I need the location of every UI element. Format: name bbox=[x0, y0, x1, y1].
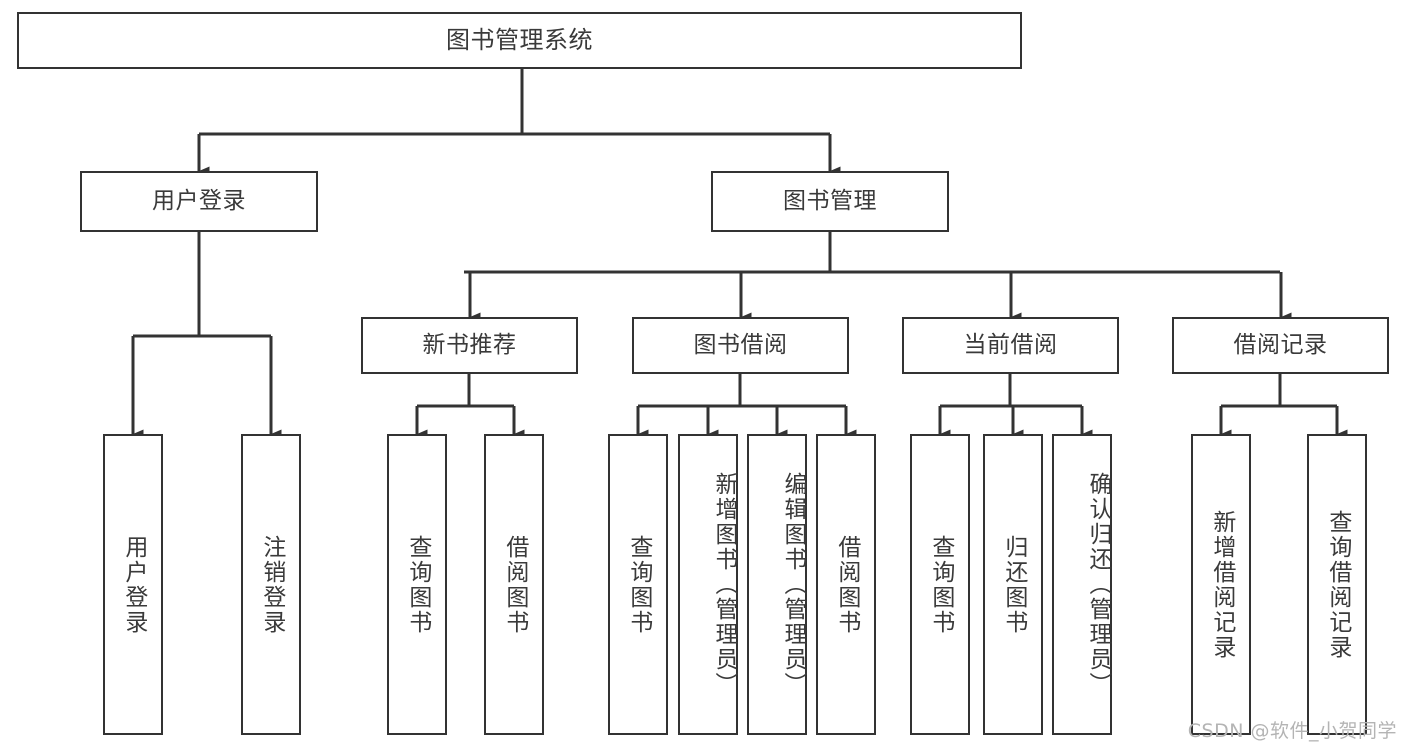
node-label: 编辑图书（管理员） bbox=[780, 472, 806, 697]
node-label: 新增图书（管理员） bbox=[711, 472, 737, 697]
node-label: 注销登录 bbox=[258, 534, 285, 635]
leaf-confirm-return[interactable]: 确认归还（管理员） bbox=[1052, 434, 1112, 735]
node-label: 用户登录 bbox=[152, 187, 246, 214]
node-label: 查询图书 bbox=[404, 534, 431, 635]
leaf-add-record[interactable]: 新增借阅记录 bbox=[1191, 434, 1251, 735]
node-label: 借阅图书 bbox=[501, 534, 528, 635]
node-label: 新增借阅记录 bbox=[1208, 509, 1235, 660]
leaf-query-book-2[interactable]: 查询图书 bbox=[608, 434, 668, 735]
node-label: 图书管理 bbox=[783, 187, 877, 214]
leaf-add-book[interactable]: 新增图书（管理员） bbox=[678, 434, 738, 735]
leaf-return-book[interactable]: 归还图书 bbox=[983, 434, 1043, 735]
leaf-borrow-book-1[interactable]: 借阅图书 bbox=[484, 434, 544, 735]
node-label: 图书借阅 bbox=[693, 331, 788, 358]
node-root-system[interactable]: 图书管理系统 bbox=[17, 12, 1022, 69]
leaf-logout[interactable]: 注销登录 bbox=[241, 434, 301, 735]
node-current-borrow[interactable]: 当前借阅 bbox=[902, 317, 1119, 374]
node-label: 归还图书 bbox=[1000, 534, 1027, 635]
node-label: 查询图书 bbox=[927, 534, 954, 635]
leaf-borrow-book-2[interactable]: 借阅图书 bbox=[816, 434, 876, 735]
node-user-login[interactable]: 用户登录 bbox=[80, 171, 318, 232]
node-label: 图书管理系统 bbox=[446, 26, 593, 55]
node-label: 查询借阅记录 bbox=[1324, 509, 1351, 660]
node-borrow-record[interactable]: 借阅记录 bbox=[1172, 317, 1389, 374]
leaf-query-book-1[interactable]: 查询图书 bbox=[387, 434, 447, 735]
leaf-query-record[interactable]: 查询借阅记录 bbox=[1307, 434, 1367, 735]
node-book-borrow[interactable]: 图书借阅 bbox=[632, 317, 849, 374]
node-label: 借阅记录 bbox=[1233, 331, 1328, 358]
node-label: 借阅图书 bbox=[833, 534, 860, 635]
node-book-manage[interactable]: 图书管理 bbox=[711, 171, 949, 232]
node-label: 查询图书 bbox=[625, 534, 652, 635]
leaf-edit-book[interactable]: 编辑图书（管理员） bbox=[747, 434, 807, 735]
watermark-credit: CSDN @软件_小贺同学 bbox=[1187, 720, 1397, 742]
node-new-book-recommend[interactable]: 新书推荐 bbox=[361, 317, 578, 374]
node-label: 用户登录 bbox=[120, 534, 147, 635]
node-label: 确认归还（管理员） bbox=[1085, 472, 1111, 697]
leaf-user-login[interactable]: 用户登录 bbox=[103, 434, 163, 735]
node-label: 新书推荐 bbox=[422, 331, 517, 358]
node-label: 当前借阅 bbox=[963, 331, 1058, 358]
leaf-query-book-3[interactable]: 查询图书 bbox=[910, 434, 970, 735]
